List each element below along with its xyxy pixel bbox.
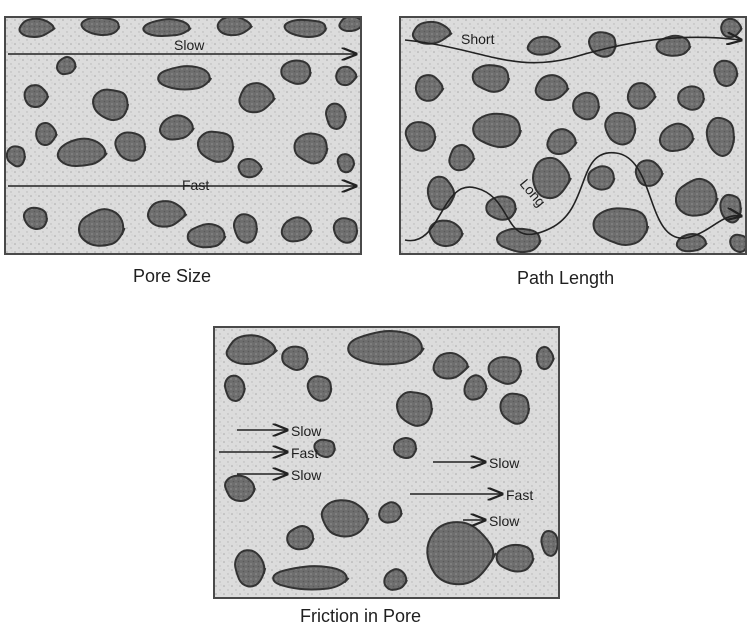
grain: [225, 476, 255, 501]
grain: [573, 93, 599, 120]
label-fast: Fast: [182, 177, 209, 193]
grain: [273, 566, 349, 589]
grain: [678, 86, 704, 109]
grain: [714, 61, 737, 86]
grain: [326, 104, 346, 129]
path-length-diagram: Short Long: [401, 18, 745, 253]
caption-pore-size: Pore Size: [133, 266, 211, 287]
grain: [281, 61, 311, 84]
label-slow-3: Slow: [489, 455, 520, 471]
path-length-panel: Short Long: [399, 16, 747, 255]
caption-path-length: Path Length: [517, 268, 614, 289]
label-slow: Slow: [174, 37, 205, 53]
grain: [158, 66, 211, 89]
grain: [234, 214, 257, 242]
grain: [406, 122, 436, 151]
grain: [339, 18, 360, 31]
pore-size-diagram: Slow Fast: [6, 18, 360, 253]
label-slow-4: Slow: [489, 513, 520, 529]
grain: [384, 569, 407, 590]
label-fast-1: Fast: [291, 445, 318, 461]
grain: [497, 545, 534, 572]
grain: [57, 57, 76, 74]
grain: [730, 235, 745, 252]
friction-diagram: Slow Fast Slow Slow Fast Slow: [215, 328, 558, 597]
grain: [338, 154, 355, 172]
grain: [24, 208, 47, 229]
grain: [588, 166, 614, 189]
caption-friction-in-pore: Friction in Pore: [300, 606, 421, 627]
label-slow-1: Slow: [291, 423, 322, 439]
label-fast-2: Fast: [506, 487, 533, 503]
grain: [379, 502, 402, 522]
grain: [225, 376, 245, 401]
pore-size-panel: Slow Fast: [4, 16, 362, 255]
grain: [394, 438, 417, 458]
grain: [541, 531, 557, 556]
label-slow-2: Slow: [291, 467, 322, 483]
label-short: Short: [461, 31, 495, 47]
friction-panel: Slow Fast Slow Slow Fast Slow: [213, 326, 560, 599]
